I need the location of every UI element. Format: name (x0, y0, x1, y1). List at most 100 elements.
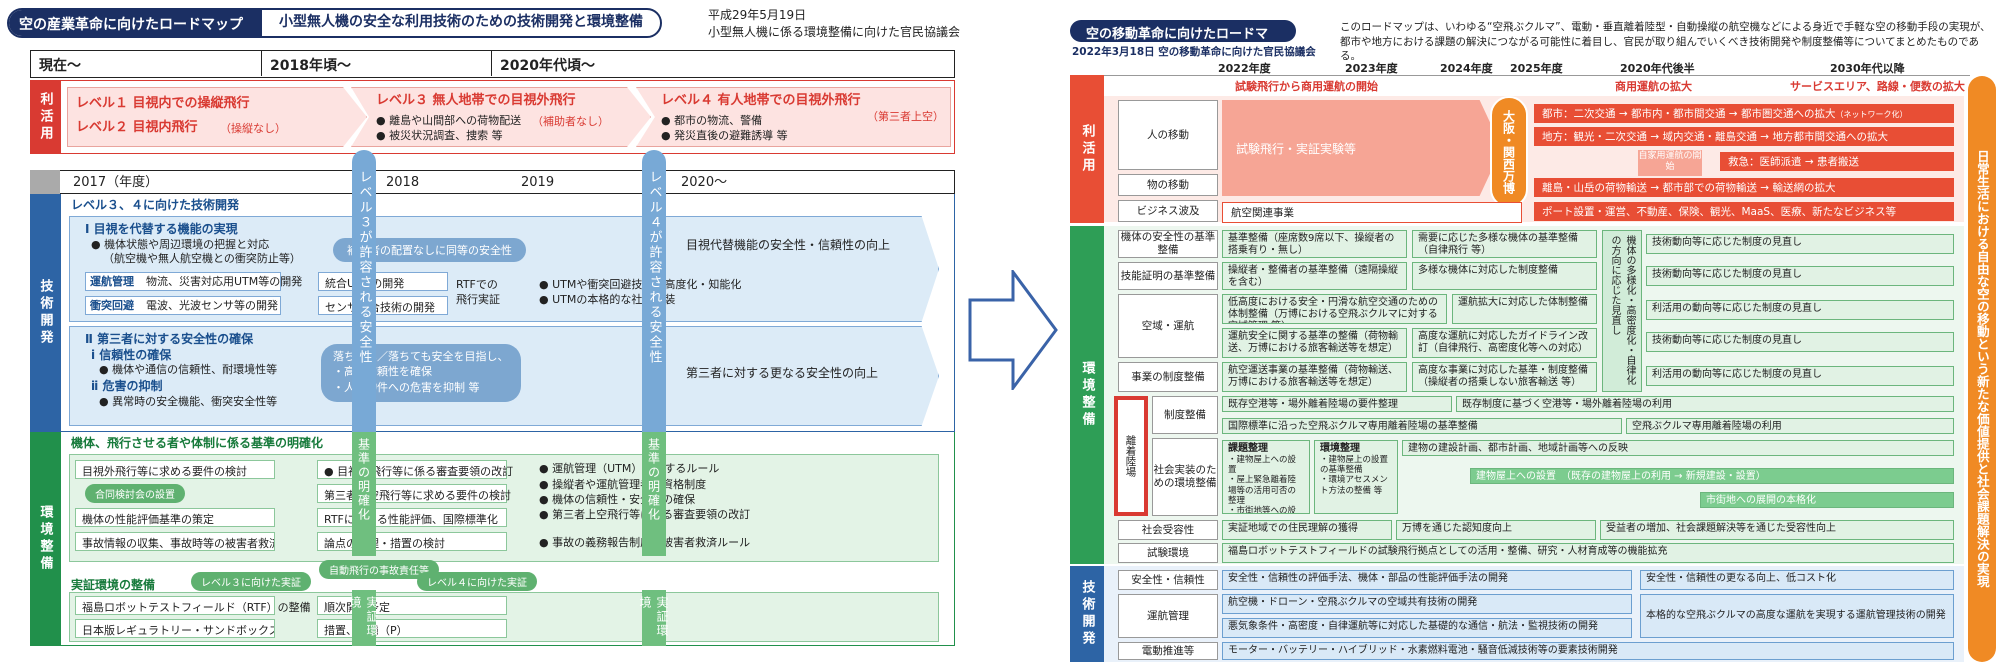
safety-1: 基準整備（座席数9席以下、操縦者の搭乗有り・無し） (1222, 230, 1407, 258)
right-date: 2022年3月18日 空の移動革命に向けた官民協議会 (1072, 46, 1316, 58)
expo-badge: 大阪・関西万博 (1490, 96, 1528, 208)
roof-row: 建物屋上への設置 （既存の建物屋上の利用 → 新規建設・設置） (1470, 468, 1954, 484)
cloud-2-line1: 落ちない／落ちても安全を目指し、 (333, 350, 509, 363)
rtf-text-2: 飛行実証 (456, 293, 500, 306)
local-row: 地方：観光・二次交通 → 域内交通・離島交通 → 地方都市間交通への拡大 (1534, 127, 1954, 146)
phase-2: 商用運航の拡大 (1615, 80, 1692, 93)
row-safety: 機体の安全性の基準整備 (1118, 230, 1218, 258)
row-people: 人の移動 (1118, 100, 1218, 170)
row-elec: 電動推進等 (1118, 642, 1218, 660)
airspace-4: 高度な運航に対応したガイドライン改訂（自律飛行、高密度化等への対応） (1412, 328, 1597, 358)
vport-4: 空飛ぶクルマ専用離着陸場の利用 (1626, 418, 1954, 434)
env-r1: 目視外飛行等に求める要件の検討 (75, 460, 275, 479)
env-d2b: 措置、運用（P） (317, 619, 507, 638)
cloud-2: 落ちない／落ちても安全を目指し、 ・高い信頼性を確保 ・人や物件への危害を抑制 … (321, 344, 521, 402)
rtf-text: RTFでの (456, 278, 498, 291)
review-5: 利活用の動向等に応じた制度の見直し (1646, 366, 1954, 386)
row-accept: 社会受容性 (1118, 520, 1218, 540)
task-body: ・建物屋上への設置 ・屋上緊急離着陸場等の活用可否の整理 ・市街地等への設置 等 (1228, 455, 1297, 514)
level12-box: レベル１ 目視内での操縦飛行 レベル２ 目視内飛行 （操縦なし） (67, 87, 367, 147)
section-use: 利活用 (30, 80, 60, 154)
tech-ii-ii: ⅱ 危害の抑制 (91, 379, 163, 393)
bld-row: 建物の建設計画、都市計画、地域計画等への反映 (1402, 440, 1954, 456)
row-test: 試験環境 (1118, 543, 1218, 563)
year-2020s-late: 2020年代後半 (1620, 62, 1695, 75)
cert-2: 多様な機体に対応した制度整備 (1412, 262, 1597, 290)
tech-right-b1: ● UTMや衝突回避技術の高度化・知能化 (539, 278, 741, 291)
right-section-tech: 技術開発 (1070, 566, 1104, 662)
env-c3: ● 機体の信頼性・安全性の確保 (539, 493, 696, 506)
level1-label: レベル１ 目視内での操縦飛行 (76, 96, 250, 111)
vbar-level4: レベル４が許容される安全性 (642, 150, 666, 432)
left-title-box: 空の産業革命に向けたロードマップ 小型無人機の安全な利用技術のための技術開発と環… (7, 8, 662, 38)
env-r3b: RTFにおける性能評価、国際標準化 (317, 508, 507, 527)
year-2023: 2023年度 (1345, 62, 1398, 75)
timeline-row: 2017（年度） 2018 2019 2020〜 (30, 170, 955, 194)
airspace-1: 低高度における安全・円滑な航空交通のための体制整備（万博における空飛ぶクルマに対… (1222, 294, 1447, 324)
row-ops: 運航管理 (1118, 594, 1218, 638)
ops-2: 悪気象条件・高密度・自律運航等に対応した基礎的な通信・航法・監視技術の開発 (1222, 618, 1632, 638)
section-env: 環境整備 (30, 432, 60, 646)
safety-2: 需要に応じた多様な機体の基準整備（自律飛行 等） (1412, 230, 1597, 258)
level4-item-2: ● 発災直後の避難誘導 等 (661, 129, 788, 142)
timeline-2019: 2019 (521, 175, 555, 190)
utm-label: 運航管理 (90, 275, 134, 288)
level2-label: レベル２ 目視内飛行 (76, 120, 198, 135)
mid-note: 機体の多様化・高密度化・自律化の方向に応じた見直し (1602, 230, 1642, 392)
year-2022: 2022年度 (1218, 62, 1271, 75)
ops-3: 本格的な空飛ぶクルマの高度な運航を実現する運航管理技術の開発 (1640, 594, 1954, 638)
tech-i-b1: ● 機体状態や周辺環境の把握と対応 (91, 238, 270, 251)
env-tag-3: レベル３に向けた実証 (191, 572, 311, 591)
use-body: レベル１ 目視内での操縦飛行 レベル２ 目視内飛行 （操縦なし） レベル３ 無人… (60, 80, 955, 154)
gbar-1: 基準の明確化 (352, 432, 376, 556)
elec-1: モーター・バッテリー・ハイブリッド・水素燃料電池・騒音低減技術等の要素技術開発 (1222, 642, 1954, 660)
gbar-2: 実証環境 (348, 590, 379, 646)
header-2020s: 2020年代頃〜 (491, 51, 951, 76)
env-c1: ● 運航管理（UTM）に関するルール (539, 462, 720, 475)
level4-label: レベル４ 有人地帯での目視外飛行 (661, 93, 861, 108)
airspace-3: 運航安全に関する基準の整備（荷物輸送、万博における旅客輸送等を想定） (1222, 328, 1407, 358)
utm-text: 物流、災害対応用UTM等の開発 (146, 275, 303, 288)
accept-3: 受益者の増加、社会課題解決等を通じた受容性向上 (1600, 520, 1954, 540)
level4-item-1: ● 都市の物流、警備 (661, 114, 763, 127)
tech-head: レベル３、４に向けた技術開発 (71, 198, 240, 212)
collision-row: 衝突回避 電波、光波センサ等の開発 (85, 296, 281, 315)
env-head: 機体、飛行させる者や体制に係る基準の明確化 (71, 436, 324, 450)
env-box: 環境整理・建物屋上の設置の基準整備 ・環境アセスメント方法の整備 等 (1314, 440, 1398, 514)
env-d1: 福島ロボットテストフィールド（RTF）の整備 (75, 596, 311, 615)
env-demo-head: 実証環境の整備 (71, 578, 156, 592)
left-header-row: 現在〜 2018年頃〜 2020年代頃〜 (30, 50, 955, 78)
level4-note: （第三者上空） (867, 110, 944, 123)
header-now: 現在〜 (31, 51, 261, 76)
phase-1: 試験飛行から商用運航の開始 (1235, 80, 1378, 93)
env-c2: ● 操縦者や運航管理者の資格制度 (539, 478, 707, 491)
level3-label: レベル３ 無人地帯での目視外飛行 (376, 93, 576, 108)
collision-text: 電波、光波センサ等の開発 (146, 299, 278, 312)
year-2030s: 2030年代以降 (1830, 62, 1905, 75)
right-title: 空の移動革命に向けたロードマップ (1070, 20, 1296, 61)
row-airspace: 空域・運航 (1118, 294, 1218, 358)
env-r4: 事故情報の収集、事故時等の被害者救済に係る (75, 532, 275, 551)
env-r4b: 論点の整理・措置の検討 (317, 532, 507, 551)
level4-box: レベル４ 有人地帯での目視外飛行 （第三者上空） ● 都市の物流、警備 ● 発災… (636, 87, 951, 147)
task-title: 課題整理 (1228, 443, 1268, 454)
timeline-corner (30, 170, 60, 194)
vport-1: 既存空港等・場外離着陸場の要件整理 (1222, 396, 1452, 412)
tech-ii-title: Ⅱ 第三者に対する安全性の確保 (85, 332, 254, 346)
ops-1: 航空機・ドローン・空飛ぶクルマの空域共有技術の開発 (1222, 594, 1632, 614)
cloud-2-line3: ・人や物件への危害を抑制 等 (333, 380, 480, 394)
row-system: 制度整備 (1152, 396, 1218, 434)
sensor2-box: センサ統合技術の開発 (318, 296, 448, 315)
left-date: 平成29年5月19日 (708, 8, 807, 22)
vport-2: 既存制度に基づく空港等・場外離着陸場の利用 (1456, 396, 1954, 412)
urban-row: 市街地への展開の本格化 (1700, 492, 1954, 508)
env-d2: 日本版レギュラトリー・サンドボックス制度の検討 (75, 619, 275, 638)
right-desc: このロードマップは、いわゆる“空飛ぶクルマ”、電動・垂直離着陸型・自動操縦の航空… (1340, 21, 1991, 63)
section-tech: 技術開発 (30, 194, 60, 432)
vport-3: 国際標準に沿った空飛ぶクルマ専用離着陸場の基準整備 (1222, 418, 1622, 434)
island-row: 離島・山岳の荷物輸送 → 都市部での荷物輸送 → 輸送網の拡大 (1534, 178, 1954, 197)
env-r3: 機体の性能評価基準の策定 (75, 508, 275, 527)
env-d1b: 順次開所予定 (317, 596, 507, 615)
tech-right-2: 第三者に対する更なる安全性の向上 (686, 366, 879, 380)
level3-note: （補助者なし） (532, 115, 609, 128)
